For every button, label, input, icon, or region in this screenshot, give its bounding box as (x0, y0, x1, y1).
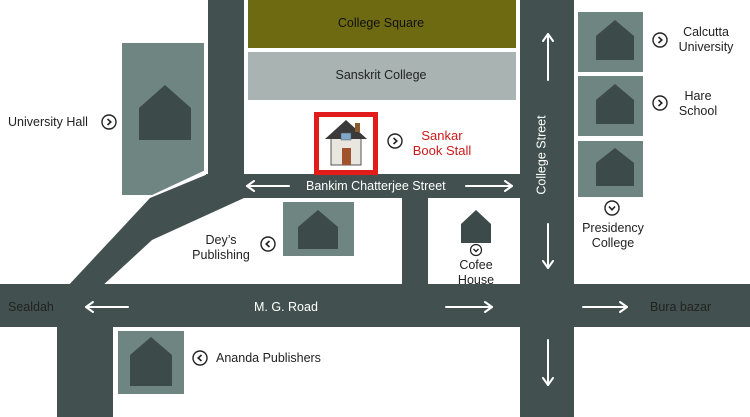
deys-publishing-line1: Dey’s (205, 233, 237, 247)
house-illustration-window (340, 132, 352, 141)
presidency-college-line1: Presidency (582, 221, 644, 235)
presidency-college-label: Presidency College (578, 221, 648, 251)
circle-chevron-icon (101, 114, 117, 130)
arrow-icon (542, 223, 554, 269)
upper-road (208, 0, 244, 198)
diagonal-road (66, 174, 244, 288)
cofee-house-road (402, 192, 428, 288)
arrow-icon (542, 33, 554, 81)
sankar-book-stall-line1: Sankar (421, 128, 463, 143)
bankim-street-label: Bankim Chatterjee Street (306, 179, 446, 193)
calcutta-university-line1: Calcutta (683, 25, 729, 39)
sankar-book-stall-line2: Book Stall (412, 143, 472, 158)
circle-chevron-icon (387, 133, 403, 149)
cofee-house-line1: Cofee (459, 258, 493, 272)
ananda-publishers-label: Ananda Publishers (216, 351, 321, 365)
cofee-house-label: Cofee House (448, 258, 504, 288)
house-icon (596, 148, 634, 186)
college-square-label: College Square (337, 16, 425, 30)
sanskrit-college-label: Sanskrit College (335, 68, 427, 82)
house-icon (139, 85, 191, 140)
circle-chevron-icon (469, 243, 483, 257)
house-illustration-door (342, 148, 351, 165)
circle-chevron-icon (604, 200, 620, 216)
presidency-college-line2: College (591, 236, 635, 250)
house-illustration-icon (325, 120, 367, 166)
college-square-block (245, 0, 517, 48)
sanskrit-college-block (245, 52, 517, 100)
deys-publishing-label: Dey’s Publishing (188, 233, 254, 263)
cofee-house-line2: House (457, 273, 495, 287)
lower-road (57, 284, 113, 417)
circle-chevron-icon (652, 95, 668, 111)
hare-school-line2: School (678, 104, 718, 118)
house-icon (461, 210, 491, 243)
house-illustration-roof (325, 120, 367, 139)
pointers (101, 32, 668, 366)
bura-bazar-label: Bura bazar (650, 300, 712, 314)
hare-school-label: Hare School (672, 89, 724, 119)
arrow-icon (465, 180, 513, 192)
circle-chevron-icon (192, 350, 208, 366)
house-icon (130, 337, 172, 386)
sealdah-label: Sealdah (8, 300, 54, 314)
calcutta-university-line2: University (678, 40, 734, 54)
arrow-icon (246, 180, 290, 192)
direction-arrows (85, 33, 628, 386)
circle-chevron-icon (652, 32, 668, 48)
house-icon (596, 20, 634, 60)
circle-chevron-icon (260, 236, 276, 252)
house-illustration-chimney (355, 123, 360, 132)
arrow-icon (85, 301, 129, 313)
arrow-icon (542, 339, 554, 386)
mg-road-label: M. G. Road (254, 300, 318, 314)
hare-school-line1: Hare (684, 89, 712, 103)
sankar-book-stall-label: Sankar Book Stall (408, 128, 476, 158)
deys-publishing-line2: Publishing (192, 248, 250, 262)
arrow-icon (582, 301, 628, 313)
college-street-label: College Street (534, 115, 549, 195)
house-icon (298, 210, 338, 249)
university-hall-label: University Hall (8, 115, 88, 129)
calcutta-university-label: Calcutta University (670, 25, 742, 55)
house-icon (596, 84, 634, 124)
arrow-icon (445, 301, 493, 313)
